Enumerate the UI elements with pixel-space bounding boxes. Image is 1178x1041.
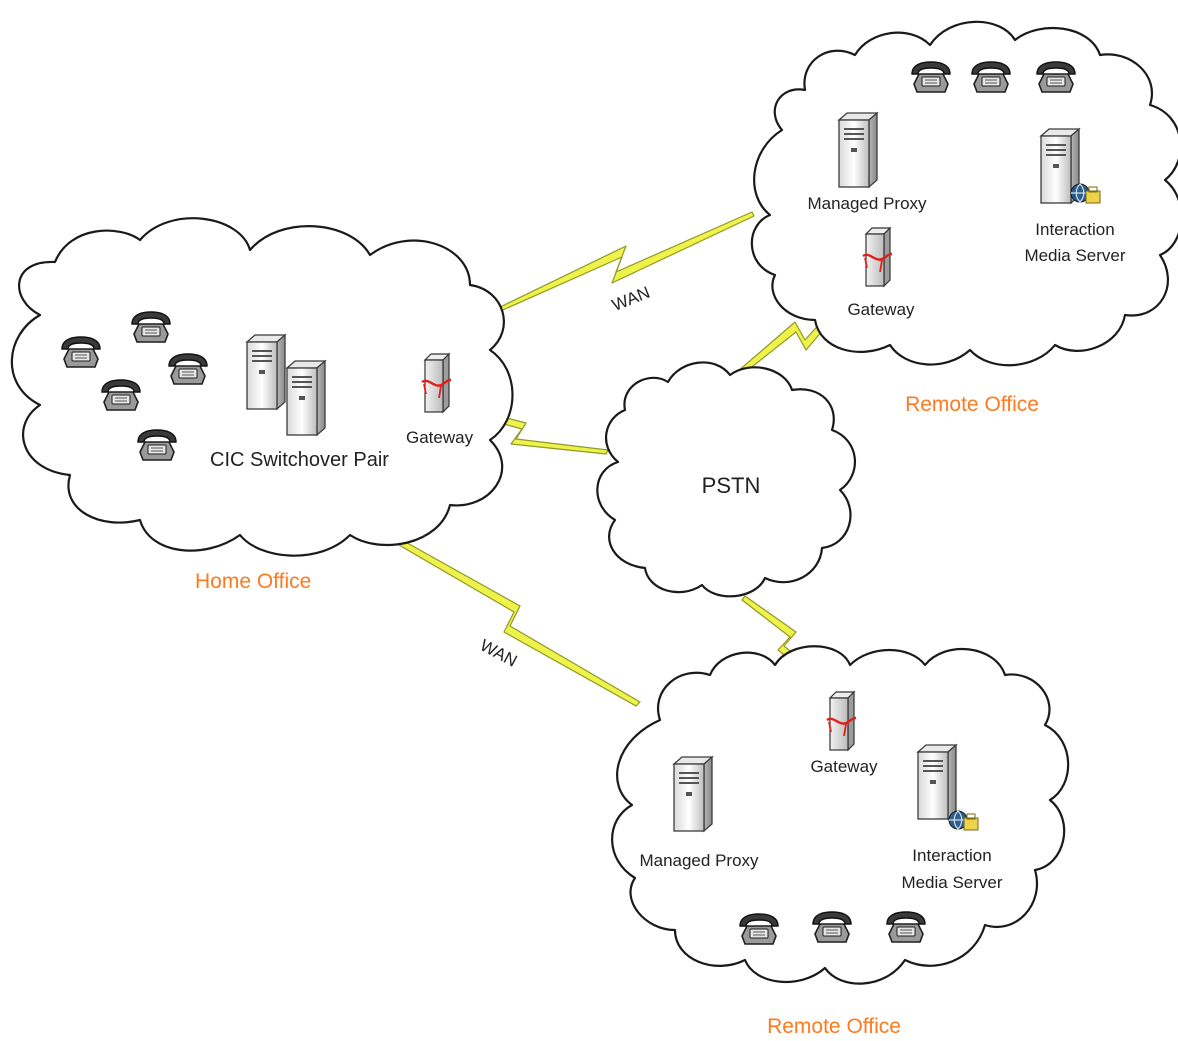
media-server-badge-icon [948,810,979,831]
phone-icon [739,913,779,945]
server-icon [838,112,878,188]
remote-office-bottom-site-label: Remote Office [767,1015,901,1038]
gateway-icon [861,226,894,288]
remote-bottom-gateway-label: Gateway [810,757,878,776]
phone-icon [131,311,171,343]
wan-link-home-to-remote-bottom [398,539,641,707]
phone-icon [1036,61,1076,93]
remote-office-bottom-cloud [611,645,1070,985]
server-icon [917,744,957,820]
remote-bottom-proxy-label: Managed Proxy [639,851,759,870]
server-icon [673,756,713,832]
wan-link-home-to-remote-top [493,211,755,314]
remote-office-bottom: Gateway Managed Proxy Interaction Media … [639,690,1003,1038]
server-icon [286,360,326,436]
phone-icon [886,911,926,943]
gateway-icon [420,352,453,414]
media-server-badge-icon [1070,183,1101,204]
wan-bottom-label: WAN [477,636,520,671]
wan-top-label: WAN [609,283,652,315]
home-office: CIC Switchover Pair Gateway Home Office [61,311,474,593]
remote-top-proxy-label: Managed Proxy [807,194,927,213]
phone-icon [911,61,951,93]
home-gateway-label: Gateway [406,428,474,447]
remote-bottom-media-label-line2: Media Server [901,873,1002,892]
clouds [10,20,1178,985]
pstn-cloud [596,361,856,598]
cic-switchover-pair-label: CIC Switchover Pair [210,449,389,471]
remote-office-top-cloud [750,20,1178,367]
remote-top-media-label-line2: Media Server [1024,246,1125,265]
phone-icon [61,336,101,368]
home-office-site-label: Home Office [195,570,311,593]
remote-office-top-site-label: Remote Office [905,393,1039,416]
phone-icon [971,61,1011,93]
phone-icon [812,911,852,943]
pstn-label: PSTN [702,473,761,498]
phone-icon [168,353,208,385]
remote-top-gateway-label: Gateway [847,300,915,319]
remote-office-top: Managed Proxy Interaction Media Server G… [807,61,1126,416]
phone-icon [137,429,177,461]
phone-icon [101,379,141,411]
remote-bottom-media-label-line1: Interaction [912,846,991,865]
server-icon [246,334,286,410]
gateway-icon [825,690,858,752]
remote-top-media-label-line1: Interaction [1035,220,1114,239]
